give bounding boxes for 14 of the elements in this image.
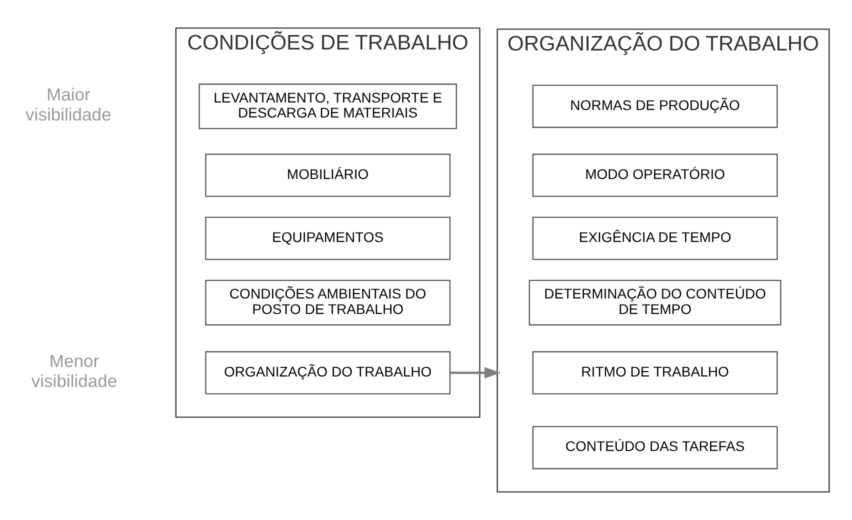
node-box: NORMAS DE PRODUÇÃO <box>532 84 778 128</box>
node-box: RITMO DE TRABALHO <box>532 351 778 394</box>
node-box: EXIGÊNCIA DE TEMPO <box>532 216 778 260</box>
label: Menor visibilidade <box>31 350 118 391</box>
node-box: ORGANIZAÇÃO DO TRABALHO <box>205 351 451 394</box>
arrow <box>450 367 501 379</box>
node-box: MOBILIÁRIO <box>205 154 451 197</box>
node-box: LEVANTAMENTO, TRANSPORTE E DESCARGA DE MATERIAIS <box>198 84 457 130</box>
label: Maior visibilidade <box>26 84 112 124</box>
node-box: CONTEÚDO DAS TAREFAS <box>532 426 778 470</box>
node-box: DETERMINAÇÃO DO CONTEÚDO DE TEMPO <box>528 280 782 326</box>
node-box: EQUIPAMENTOS <box>205 216 451 260</box>
node-box: CONDIÇÕES AMBIENTAIS DO POSTO DE TRABALHO <box>205 280 451 326</box>
node-box: MODO OPERATÓRIO <box>532 154 778 197</box>
